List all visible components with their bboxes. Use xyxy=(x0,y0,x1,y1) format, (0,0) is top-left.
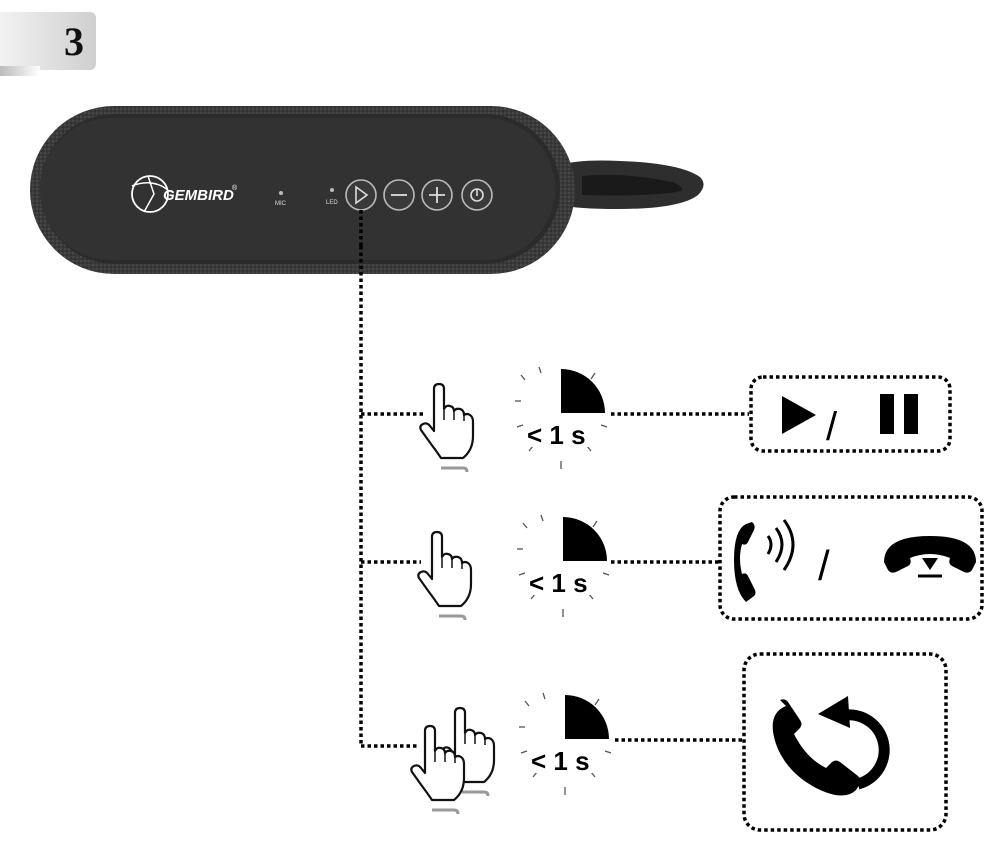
answer-call-icon xyxy=(734,519,795,602)
mic-label: MIC xyxy=(275,201,287,207)
timer-icon xyxy=(516,514,610,618)
step-number: 3 xyxy=(64,19,84,64)
brand-label: GEMBIRD xyxy=(163,187,234,204)
row-call-answer-end: < 1 s / xyxy=(416,495,984,622)
separator: / xyxy=(826,405,838,449)
step-badge: 3 xyxy=(0,12,96,76)
volume-up-button[interactable] xyxy=(421,179,453,211)
single-press-hand-icon xyxy=(418,382,475,474)
led-label: LED xyxy=(326,200,338,206)
pause-icon xyxy=(880,394,918,434)
gembird-logo: GEMBIRD ® xyxy=(131,175,238,213)
play-pause-button[interactable] xyxy=(345,179,377,211)
plus-icon xyxy=(429,187,445,203)
separator: / xyxy=(818,542,830,589)
timer-icon xyxy=(518,692,612,796)
speaker: GEMBIRD ® MIC LED xyxy=(30,106,704,274)
duration-label: < 1 s xyxy=(529,568,588,598)
duration-label: < 1 s xyxy=(531,746,590,776)
result-box xyxy=(742,652,948,832)
row-play-pause: < 1 s / xyxy=(418,366,952,474)
result-box xyxy=(718,495,984,621)
end-call-icon xyxy=(884,536,976,578)
play-icon xyxy=(355,185,369,205)
timer-icon xyxy=(514,366,608,470)
duration-label: < 1 s xyxy=(527,420,586,450)
power-button[interactable] xyxy=(461,179,493,211)
single-press-hand-icon xyxy=(416,530,473,622)
result-box xyxy=(749,375,952,453)
play-icon xyxy=(782,396,816,434)
power-icon xyxy=(470,188,484,202)
connector-lines xyxy=(359,210,749,748)
redial-icon xyxy=(772,696,890,796)
volume-down-button[interactable] xyxy=(383,179,415,211)
row-redial: < 1 s xyxy=(409,652,948,832)
svg-text:®: ® xyxy=(232,184,238,192)
